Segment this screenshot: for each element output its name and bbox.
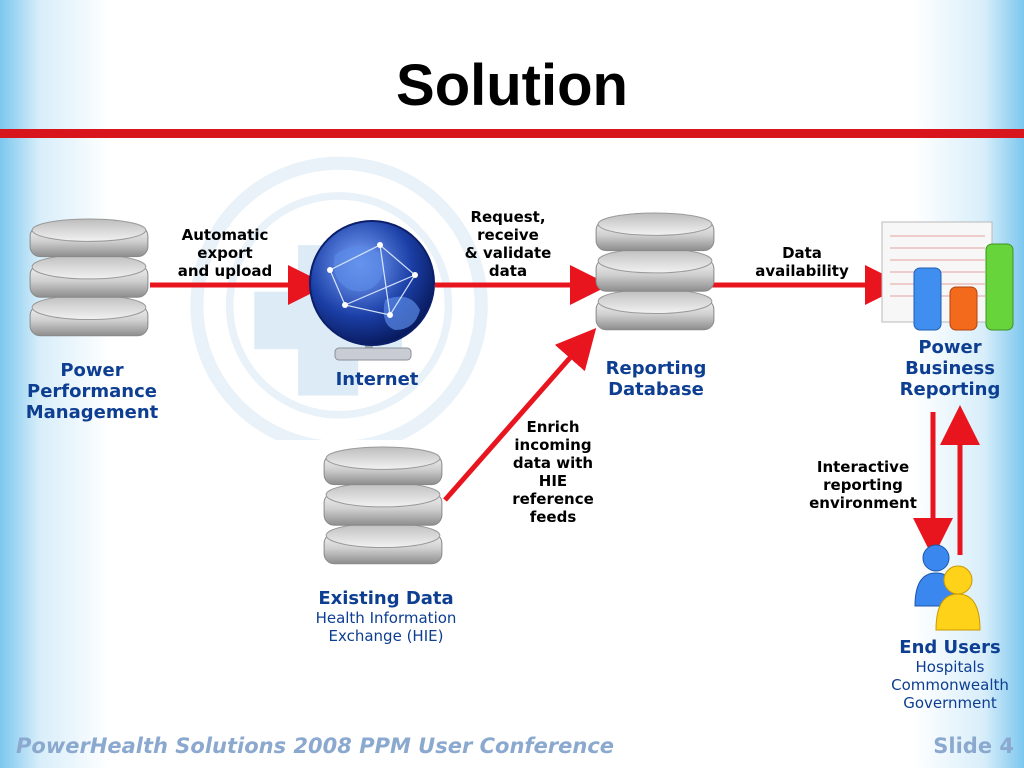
edge-label-line: Interactive [816, 458, 910, 476]
footer-conference-text: PowerHealth Solutions 2008 PPM User Conf… [16, 734, 615, 758]
end-users-sub-line: Commonwealth [891, 676, 1009, 694]
ppm-database-icon [29, 218, 149, 337]
reporting-database-label-line: Reporting [605, 358, 707, 379]
existing-data-sub-line: Health Information [315, 609, 457, 627]
edge-label-line: Automatic [181, 226, 269, 244]
ppm-label: Power Performance Management [10, 360, 174, 423]
edge-label-line: & validate [464, 244, 552, 262]
edge-label-line: reference [512, 490, 594, 508]
edge-label-line: environment [809, 494, 917, 512]
internet-label: Internet [335, 369, 419, 390]
end-users-icon [914, 544, 981, 631]
existing-data-sub-line: Exchange (HIE) [328, 627, 444, 645]
edge-label-automatic-export: Automatic export and upload [160, 226, 290, 280]
edge-label-enrich: Enrich incoming data with HIE reference … [498, 418, 608, 526]
existing-data-label: Existing Data [318, 588, 454, 609]
pbr-label: Power Business Reporting [884, 337, 1016, 400]
title-divider [0, 129, 1024, 138]
pbr-label-line: Business [905, 358, 995, 379]
reporting-database-label-line: Database [608, 379, 704, 400]
edge-label-line: and upload [177, 262, 273, 280]
edge-label-line: Enrich [526, 418, 580, 436]
edge-label-line: HIE [538, 472, 568, 490]
reporting-database-icon [595, 212, 715, 331]
end-users-sub-line: Hospitals [915, 658, 985, 676]
end-users-label: End Users [899, 637, 1001, 658]
footer-slide-number: Slide 4 [933, 734, 1014, 758]
edge-label-line: reporting [823, 476, 903, 494]
arrow-existing-to-db [443, 327, 597, 502]
ppm-label-line: Performance [27, 381, 157, 402]
end-users-sub-line: Government [903, 694, 997, 712]
edge-label-data-availability: Data availability [742, 244, 862, 280]
edge-label-line: availability [755, 262, 849, 280]
pbr-label-line: Reporting [899, 379, 1001, 400]
edge-label-line: receive [477, 226, 539, 244]
ppm-label-line: Power [60, 360, 124, 381]
internet-globe-icon [309, 220, 435, 361]
page-title: Solution [396, 53, 628, 118]
reporting-database-label: Reporting Database [586, 358, 726, 400]
edge-label-line: incoming [514, 436, 592, 454]
edge-label-request-receive: Request, receive & validate data [448, 208, 568, 280]
pbr-label-line: Power [918, 337, 982, 358]
edge-label-line: data [488, 262, 528, 280]
business-reporting-chart-icon [881, 221, 1014, 331]
edge-label-line: Request, [470, 208, 546, 226]
edge-label-interactive-reporting: Interactive reporting environment [794, 458, 932, 512]
existing-data-database-icon [323, 446, 443, 565]
end-users-label-group: End Users Hospitals Commonwealth Governm… [876, 637, 1024, 712]
existing-data-label-group: Existing Data Health Information Exchang… [292, 588, 480, 645]
edge-label-line: export [197, 244, 253, 262]
edge-label-line: Data [782, 244, 822, 262]
edge-label-line: feeds [529, 508, 577, 526]
edge-label-line: data with [512, 454, 594, 472]
ppm-label-line: Management [25, 402, 159, 423]
